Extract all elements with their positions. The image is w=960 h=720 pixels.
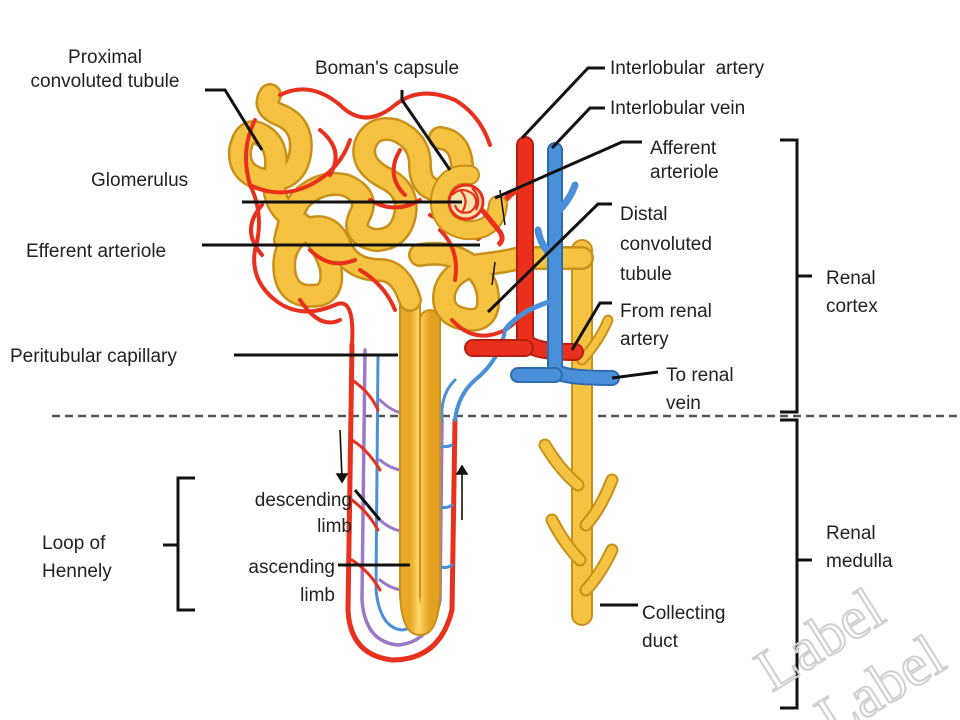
leader-renal-vein — [611, 370, 659, 380]
bracket-loop — [176, 476, 195, 612]
leader-interlobular-artery — [520, 66, 605, 140]
leader-from-artery — [570, 301, 612, 351]
label-renal-medulla: Renal medulla — [826, 523, 893, 572]
flow-arrows — [335, 429, 469, 520]
leader-bowman — [400, 90, 452, 171]
interlobular-vein — [502, 142, 620, 386]
watermark: Label Label — [743, 574, 956, 720]
leader-afferent — [494, 140, 642, 200]
label-glomerulus: Glomerulus — [91, 170, 189, 191]
bracket-cortex — [780, 138, 799, 414]
label-descending-limb: descending limb — [254, 490, 352, 537]
label-interlobular-artery: Interlobular artery — [610, 58, 765, 79]
loop-of-henle-tubule — [399, 289, 441, 637]
label-afferent-arteriole: Afferent arteriole — [650, 138, 719, 183]
cortex-capillaries — [244, 87, 527, 347]
label-from-renal-artery: From renal artery — [620, 301, 712, 350]
label-proximal-tubule: Proximal convoluted tubule — [30, 47, 180, 92]
leader-interlobular-vein — [550, 106, 605, 150]
label-loop-of-henle: Loop of Hennely — [42, 533, 112, 582]
leader-distal — [486, 202, 612, 314]
label-bomans-capsule: Boman's capsule — [315, 58, 460, 79]
label-collecting-duct: Collecting duct — [642, 603, 726, 652]
label-distal-tubule: Distal convoluted tubule — [620, 204, 712, 285]
leader-proximal — [205, 88, 264, 151]
bracket-medulla — [780, 418, 799, 710]
convoluted-tubules — [227, 83, 594, 332]
leader-lines — [176, 66, 799, 710]
label-renal-cortex: Renal cortex — [826, 268, 878, 317]
label-ascending-limb: ascending limb — [248, 557, 335, 606]
label-interlobular-vein: Interlobular vein — [610, 98, 746, 119]
label-peritubular-capillary: Peritubular capillary — [10, 346, 177, 367]
collecting-duct — [538, 239, 619, 626]
label-efferent-arteriole: Efferent arteriole — [26, 241, 167, 262]
leader-descending — [353, 489, 382, 521]
label-to-renal-vein: To renal vein — [666, 365, 734, 414]
bowmans-capsule-group — [429, 164, 508, 286]
